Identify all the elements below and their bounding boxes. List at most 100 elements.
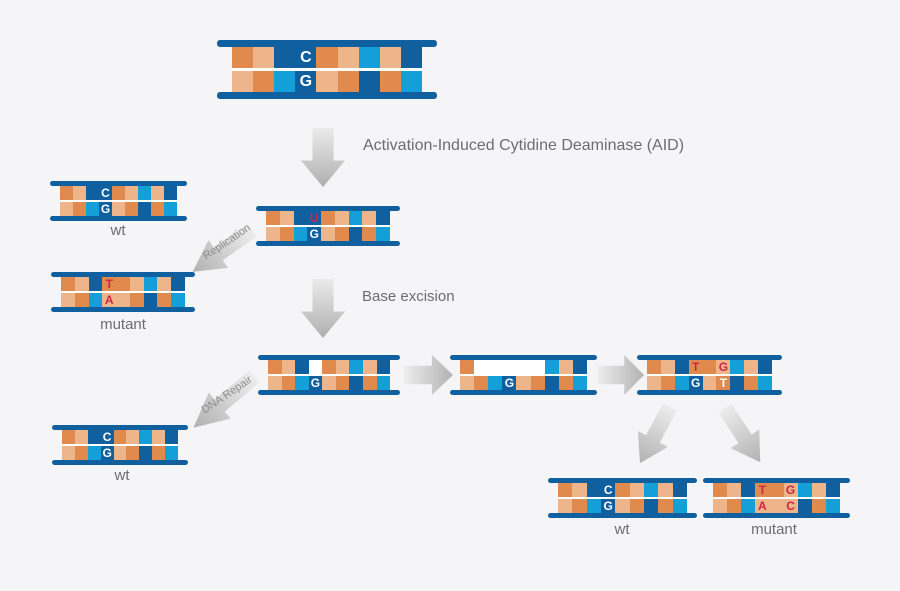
strand-cells: G	[460, 360, 587, 390]
base-cell	[362, 376, 377, 390]
base-cell	[348, 211, 363, 225]
base-cell	[730, 360, 745, 374]
base-cell-T: T	[688, 360, 703, 374]
base-cell	[658, 499, 673, 513]
base-cell-G: G	[716, 360, 731, 374]
base-cell	[73, 186, 86, 200]
base-cell	[112, 202, 125, 216]
base-cell	[266, 227, 280, 241]
base-cell-T: T	[102, 277, 117, 291]
backbone-top	[637, 355, 782, 360]
base-cell	[281, 360, 296, 374]
base-cell	[253, 71, 275, 92]
base-cell	[741, 499, 756, 513]
strand-row-top: C	[232, 47, 422, 68]
base-cell	[335, 376, 350, 390]
base-cell	[349, 360, 363, 374]
base-cell	[143, 277, 158, 291]
base-cell	[143, 293, 158, 307]
base-cell	[516, 376, 531, 390]
strand-row-bottom: G	[460, 376, 587, 390]
base-cell	[322, 360, 336, 374]
base-cell-G: G	[99, 202, 112, 216]
strand-cells: G	[268, 360, 391, 390]
base-cell	[376, 227, 391, 241]
arrow-to-mutant-bottom	[711, 398, 775, 471]
backbone-top	[450, 355, 597, 360]
base-cell	[164, 202, 177, 216]
backbone-bottom	[217, 92, 437, 99]
base-cell	[702, 360, 717, 374]
backbone-bottom	[548, 513, 697, 518]
base-cell	[74, 446, 88, 460]
backbone-top	[52, 425, 188, 430]
backbone-top	[217, 40, 437, 47]
base-cell	[126, 446, 140, 460]
backbone-bottom	[703, 513, 850, 518]
backbone-bottom	[50, 216, 187, 221]
base-cell	[171, 293, 186, 307]
base-cell	[112, 186, 125, 200]
base-cell	[116, 277, 130, 291]
base-cell	[268, 360, 282, 374]
base-cell	[74, 293, 89, 307]
base-cell	[86, 202, 99, 216]
base-cell-C: C	[783, 499, 798, 513]
base-cell	[139, 446, 153, 460]
base-cell	[400, 47, 422, 68]
backbone-top	[703, 478, 850, 483]
base-cell	[825, 483, 840, 497]
base-cell	[702, 376, 717, 390]
base-cell	[488, 376, 503, 390]
base-cell	[643, 483, 659, 497]
base-cell	[558, 483, 573, 497]
backbone-bottom	[450, 390, 597, 395]
base-cell	[660, 376, 675, 390]
base-cell	[558, 376, 573, 390]
base-cell	[825, 499, 840, 513]
base-cell	[349, 376, 363, 390]
base-cell	[87, 430, 101, 444]
base-cell	[293, 211, 308, 225]
base-cell	[727, 499, 742, 513]
base-cell	[165, 446, 179, 460]
base-cell-A: A	[102, 293, 117, 307]
backbone-top	[50, 181, 187, 186]
base-cell	[660, 360, 675, 374]
strand-row-top: U	[266, 211, 391, 225]
base-cell-C: C	[99, 186, 112, 200]
base-cell-G: G	[600, 499, 616, 513]
base-cell	[460, 376, 475, 390]
base-cell	[165, 430, 179, 444]
base-cell	[811, 483, 826, 497]
strand-row-top: C	[558, 483, 687, 497]
base-cell	[530, 376, 545, 390]
base-cell	[672, 483, 687, 497]
base-cell	[139, 430, 153, 444]
base-cell	[337, 71, 359, 92]
base-cell	[113, 446, 127, 460]
base-cell	[86, 186, 99, 200]
base-cell	[60, 186, 73, 200]
base-cell	[362, 211, 377, 225]
base-cell	[643, 499, 659, 513]
arrow-to-wt-bottom	[625, 399, 685, 471]
base-cell-C: C	[600, 483, 616, 497]
base-cell	[713, 483, 728, 497]
base-cell	[138, 186, 151, 200]
base-cell	[572, 376, 587, 390]
base-cell	[474, 360, 489, 374]
base-cell	[126, 430, 140, 444]
strand-row-top: C	[62, 430, 179, 444]
base-cell	[129, 277, 144, 291]
base-cell	[615, 499, 630, 513]
strand-row-bottom: G	[62, 446, 179, 460]
